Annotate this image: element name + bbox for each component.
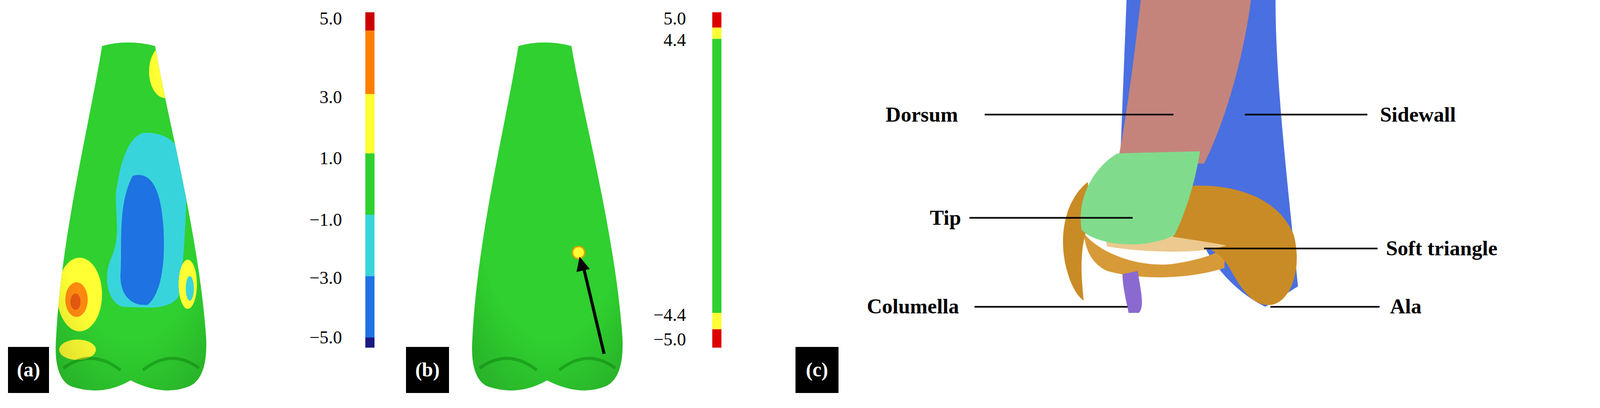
scale-value: 3.0 [319, 88, 342, 106]
nose-segments [1063, 0, 1298, 313]
part-label: Columella [867, 295, 959, 317]
colorbar-b [712, 12, 721, 348]
leader-lines [969, 114, 1380, 307]
panel-letter: (a) [17, 359, 41, 380]
panel-tag: (a) [8, 346, 49, 393]
part-label: Ala [1390, 295, 1422, 317]
part-label: Sidewall [1380, 104, 1456, 125]
part-label: Dorsum [885, 104, 958, 125]
nose-deviation [459, 30, 643, 408]
part-label: Soft triangle [1386, 237, 1498, 259]
panel-letter: (b) [415, 359, 440, 380]
nose-heatmap [41, 30, 225, 408]
scale-value: −5.0 [309, 328, 342, 346]
scale-value: 5.0 [663, 9, 686, 28]
scale-value: −3.0 [309, 268, 342, 287]
colorbar-a [365, 12, 375, 348]
panel-tag: (c) [795, 346, 839, 393]
part-label: Tip [930, 207, 961, 228]
panel-tag: (b) [406, 346, 449, 393]
scale-value: −4.4 [653, 305, 686, 324]
scale-value: 4.4 [663, 31, 686, 49]
panel-letter: (c) [806, 359, 828, 380]
scale-value: −5.0 [653, 330, 686, 348]
pointer-arrow [576, 256, 604, 354]
scale-value: 5.0 [319, 9, 342, 28]
scale-value: −1.0 [309, 210, 342, 229]
deviation-spot [572, 246, 585, 259]
scale-value: 1.0 [319, 149, 342, 167]
